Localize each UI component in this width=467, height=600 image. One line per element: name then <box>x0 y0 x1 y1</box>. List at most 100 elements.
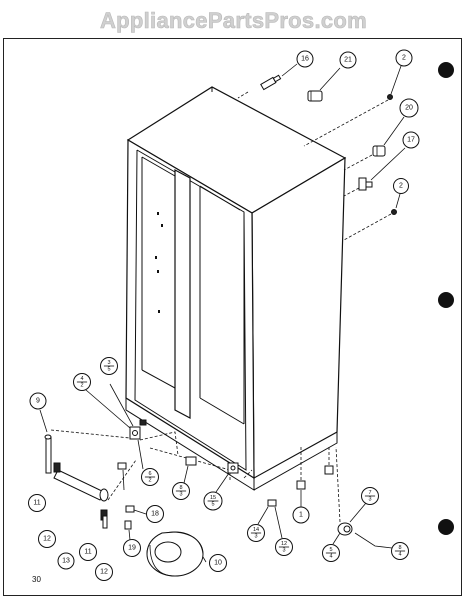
callout-19: 19 <box>123 539 141 557</box>
fraction-denominator: 5 <box>211 501 214 507</box>
callout-label: 17 <box>407 137 415 144</box>
fraction-callout-14-3: 143 <box>247 524 265 542</box>
fraction-callout-3-5: 35 <box>100 357 118 375</box>
leveling-screw-part <box>117 462 127 470</box>
fraction-callout-6-2: 62 <box>141 468 159 486</box>
cabinet-assembly <box>125 86 347 491</box>
leader-line <box>85 389 131 429</box>
compressor-grommet-part <box>146 531 204 577</box>
fraction-numerator: 3 <box>107 360 110 366</box>
screw-hole <box>157 212 159 215</box>
hinge-pin-part <box>260 74 282 91</box>
leader-line <box>202 556 207 563</box>
bushing-part <box>372 145 386 157</box>
fraction-denominator: 3 <box>368 496 371 502</box>
leader-line <box>50 429 131 439</box>
screw-hole <box>155 256 157 259</box>
fraction-numerator: 14 <box>253 527 259 533</box>
screw-part <box>387 94 393 100</box>
callout-10: 10 <box>209 554 227 572</box>
callout-label: 9 <box>36 398 40 405</box>
fraction-callout-15-5: 155 <box>203 491 223 511</box>
fraction-denominator: 4 <box>398 551 401 557</box>
leader-line <box>343 154 373 171</box>
leader-line <box>335 446 341 523</box>
callout-label: 11 <box>84 549 91 556</box>
leader-line <box>122 469 125 491</box>
leader-line <box>390 65 402 95</box>
callout-2: 2 <box>393 178 409 194</box>
watermark-text: AppliancePartsPros.com <box>99 8 368 34</box>
callout-11: 11 <box>28 494 46 512</box>
callout-20: 20 <box>399 98 419 118</box>
leader-line <box>395 193 401 209</box>
cabinet-base-rail <box>125 398 255 491</box>
screw-hole <box>161 224 163 227</box>
fraction-denominator: 5 <box>107 366 110 372</box>
leader-line <box>370 147 406 181</box>
callout-label: 10 <box>214 560 222 567</box>
leader-line <box>349 502 367 523</box>
leader-line <box>257 506 269 525</box>
leader-line <box>319 67 341 91</box>
fraction-numerator: 6 <box>148 471 151 477</box>
liner-bottom-left <box>141 369 176 389</box>
leveler-foot-part <box>185 456 197 466</box>
liner-bottom-right <box>199 397 245 425</box>
fraction-numerator: 7 <box>368 490 371 496</box>
leader-line <box>343 213 392 241</box>
callout-label: 2 <box>399 183 403 190</box>
leader-line <box>139 431 179 456</box>
rear-foot-part <box>324 465 334 475</box>
fraction-callout-5-4: 54 <box>322 544 340 562</box>
callout-2: 2 <box>395 49 413 67</box>
leader-line <box>343 187 360 197</box>
leader-line <box>128 529 131 541</box>
screw-part <box>391 209 397 215</box>
fraction-numerator: 5 <box>329 547 332 553</box>
callout-label: 12 <box>43 536 51 543</box>
fraction-callout-7-3: 73 <box>361 487 379 505</box>
cabinet-mullion <box>174 169 191 419</box>
callout-label: 20 <box>405 105 413 112</box>
diagram-frame <box>3 38 462 596</box>
callout-label: 21 <box>344 57 352 64</box>
leader-line <box>39 409 48 433</box>
leader-line <box>332 532 341 545</box>
roller-part <box>227 462 239 474</box>
binder-hole-bottom <box>438 519 454 535</box>
callout-12: 12 <box>38 530 56 548</box>
cap-part <box>307 90 323 102</box>
fraction-denominator: 2 <box>80 382 83 388</box>
cabinet-base-rail-side <box>253 432 338 491</box>
leader-line <box>183 465 189 484</box>
hinge-hardware <box>237 63 406 241</box>
fraction-numerator: 4 <box>80 376 83 382</box>
base-hardware <box>39 383 393 577</box>
screw-18-part <box>125 505 135 513</box>
page-number: 30 <box>32 575 41 584</box>
callout-17: 17 <box>402 131 420 149</box>
leader-line <box>383 116 405 146</box>
screw-hole <box>158 310 160 313</box>
valve-bracket <box>139 419 147 426</box>
leader-line <box>243 469 253 479</box>
binder-hole-top <box>438 62 454 78</box>
fraction-numerator: 8 <box>398 545 401 551</box>
fraction-denominator: 3 <box>254 533 257 539</box>
callout-11: 11 <box>79 543 97 561</box>
callout-label: 13 <box>62 558 70 565</box>
callout-21: 21 <box>339 51 357 69</box>
fraction-denominator: 2 <box>148 477 151 483</box>
fraction-callout-8-3: 83 <box>172 482 190 500</box>
leader-line <box>274 506 283 539</box>
fraction-denominator: 3 <box>179 491 182 497</box>
callout-13: 13 <box>57 552 75 570</box>
leader-line <box>109 383 134 427</box>
binder-hole-middle <box>438 292 454 308</box>
clamp-part <box>53 462 61 473</box>
screw-19-part <box>124 520 132 530</box>
drain-valve-part <box>129 426 141 440</box>
bracket-part <box>358 177 373 191</box>
